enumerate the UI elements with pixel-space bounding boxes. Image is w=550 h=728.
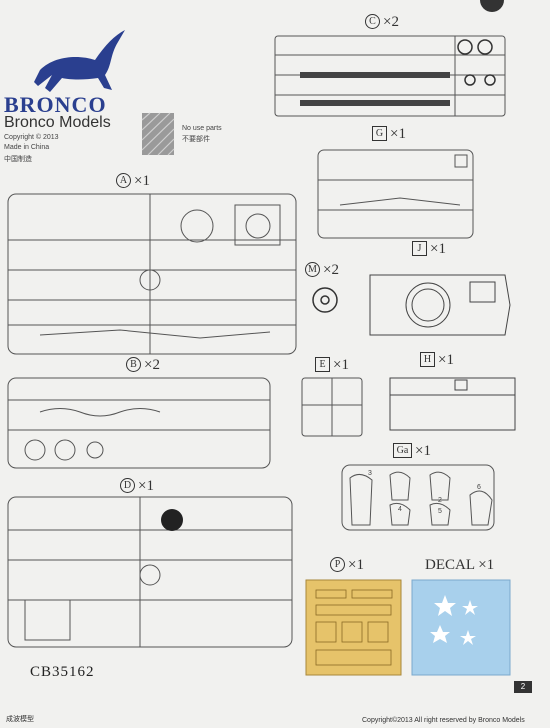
sprue-j-hull <box>369 274 511 336</box>
no-use-label: No use parts <box>182 125 222 132</box>
sprue-a-frame <box>7 193 297 355</box>
no-use-label-cn: 不要部件 <box>182 136 210 143</box>
sprue-g-label: G×1 <box>372 126 406 143</box>
sprue-c-label: C×2 <box>365 14 399 31</box>
sprue-m-wheel <box>312 287 338 313</box>
sprue-ga-frame <box>341 464 495 531</box>
sprue-j-label: J×1 <box>412 241 446 258</box>
sprue-p-label: P×1 <box>330 557 364 574</box>
sprue-c-wheels <box>457 39 496 86</box>
ga-part-number: 6 <box>477 484 481 491</box>
horse-logo <box>34 30 125 92</box>
made-in-text: Made in China <box>4 144 50 151</box>
ga-part-number: 5 <box>438 508 442 515</box>
page-number: 2 <box>514 681 532 693</box>
copyright-text: Copyright © 2013 <box>4 134 59 141</box>
decal-label: DECAL ×1 <box>425 557 495 573</box>
sprue-b-label: B×2 <box>126 357 160 374</box>
corner-mark <box>480 0 504 12</box>
brand-company: Bronco Models <box>4 114 111 131</box>
sprue-h-label: H×1 <box>420 352 454 369</box>
sprue-m-label: M×2 <box>305 262 339 279</box>
sprue-e-label: E×1 <box>315 357 349 374</box>
sprue-ga-label: Ga×1 <box>393 443 431 460</box>
footer-copyright: Copyright©2013 All right reserved by Bro… <box>362 717 525 724</box>
decal-sheet <box>411 579 511 676</box>
sprue-e-frame <box>301 377 363 437</box>
ga-part-number: 2 <box>438 497 442 504</box>
footer-left: 成波模型 <box>6 716 34 723</box>
photo-etch-parts <box>315 589 393 666</box>
sprue-g-frame <box>317 149 474 239</box>
sprue-a-label: A×1 <box>116 173 150 190</box>
sprue-b-frame <box>7 377 271 469</box>
ga-part-number: 4 <box>398 506 402 513</box>
sprue-h-panel <box>389 377 516 431</box>
made-in-cn-text: 中国制造 <box>4 156 32 163</box>
sprue-d-label: D×1 <box>120 478 154 495</box>
sprue-d-frame <box>7 496 293 648</box>
ga-part-number: 3 <box>368 470 372 477</box>
sprue-d-dark-part <box>161 509 183 531</box>
sprue-c-tracks <box>300 72 450 106</box>
kit-code: CB35162 <box>30 664 95 680</box>
brand-name: BRONCO <box>4 92 107 117</box>
photo-etch-sheet <box>305 579 402 676</box>
decal-stars <box>430 595 478 645</box>
